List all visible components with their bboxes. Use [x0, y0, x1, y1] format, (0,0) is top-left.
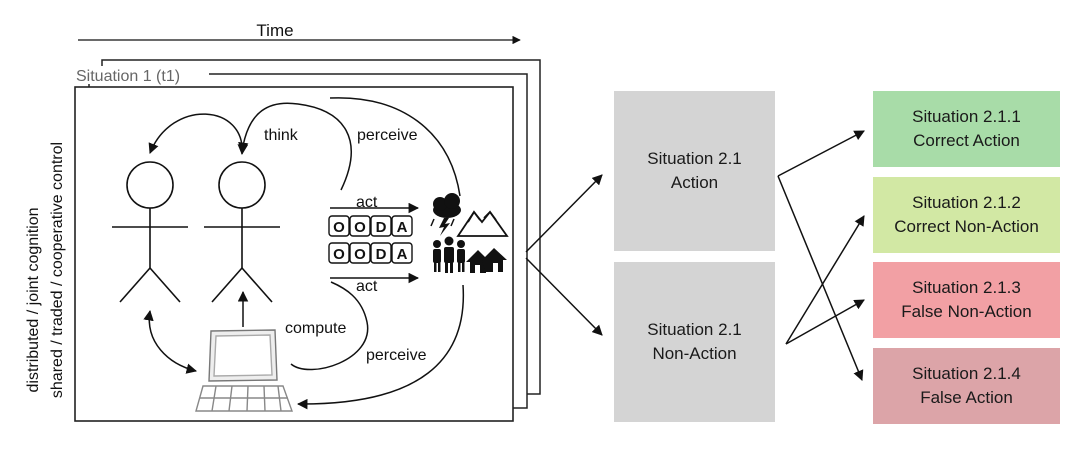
human-2-icon — [204, 161, 280, 303]
outcome-correct-non-action-box: Situation 2.1.2 Correct Non-Action — [873, 177, 1060, 253]
computer-icon — [195, 329, 293, 412]
act-bottom-label: act — [356, 278, 378, 295]
group-of-people-icon — [433, 236, 465, 273]
ooda-row-2-act: A — [397, 246, 408, 263]
situation-2-1-action-subtitle: Action — [670, 173, 719, 192]
outcome-correct-action-title: Situation 2.1.1 — [912, 107, 1021, 126]
time-label: Time — [256, 21, 293, 40]
outcome-false-non-action-title: Situation 2.1.3 — [912, 278, 1021, 297]
ooda-row-1-act: A — [397, 219, 408, 236]
situation-2-1-non-action-title: Situation 2.1 — [647, 320, 742, 339]
outcome-false-action-subtitle: False Action — [920, 388, 1013, 407]
situation-2-1-action-title: Situation 2.1 — [647, 149, 742, 168]
outcome-correct-action-box: Situation 2.1.1 Correct Action — [873, 91, 1060, 167]
ooda-row-1-observe: O — [333, 219, 345, 236]
act-top-label: act — [356, 194, 378, 211]
loop-arrows — [143, 97, 465, 410]
ooda-row-1: O O D A — [328, 215, 413, 237]
outcome-false-non-action-box: Situation 2.1.3 False Non-Action — [873, 262, 1060, 338]
ooda-row-2-orient: O — [354, 246, 366, 263]
perceive-top-label: perceive — [357, 127, 418, 144]
side-label-control: shared / traded / cooperative control — [49, 142, 66, 398]
ooda-row-2-observe: O — [333, 246, 345, 263]
outcome-correct-non-action-subtitle: Correct Non-Action — [894, 217, 1039, 236]
storm-cloud-icon — [430, 193, 461, 236]
side-label-cognition: distributed / joint cognition — [25, 208, 42, 393]
perceive-bottom-label: perceive — [366, 347, 427, 364]
situation-2-1-action-box: Situation 2.1 Action — [614, 91, 775, 251]
outcome-arrows — [777, 130, 865, 381]
situation-2-1-non-action-box: Situation 2.1 Non-Action — [614, 262, 775, 422]
houses-icon — [466, 248, 507, 273]
outcome-false-non-action-subtitle: False Non-Action — [901, 302, 1032, 321]
situation-2-1-non-action-subtitle: Non-Action — [652, 344, 737, 363]
ooda-row-1-orient: O — [354, 219, 366, 236]
ooda-row-1-decide: D — [376, 219, 387, 236]
branch-arrows — [525, 174, 603, 336]
think-label: think — [264, 127, 299, 144]
ooda-row-2: O O D A — [328, 242, 413, 264]
compute-label: compute — [285, 320, 346, 337]
outcome-correct-non-action-title: Situation 2.1.2 — [912, 193, 1021, 212]
mountains-icon — [456, 210, 509, 237]
frame-label: Situation 1 (t1) — [76, 68, 180, 85]
ooda-row-2-decide: D — [376, 246, 387, 263]
outcome-false-action-box: Situation 2.1.4 False Action — [873, 348, 1060, 424]
human-1-icon — [112, 161, 188, 303]
outcome-false-action-title: Situation 2.1.4 — [912, 364, 1021, 383]
outcome-correct-action-subtitle: Correct Action — [913, 131, 1020, 150]
